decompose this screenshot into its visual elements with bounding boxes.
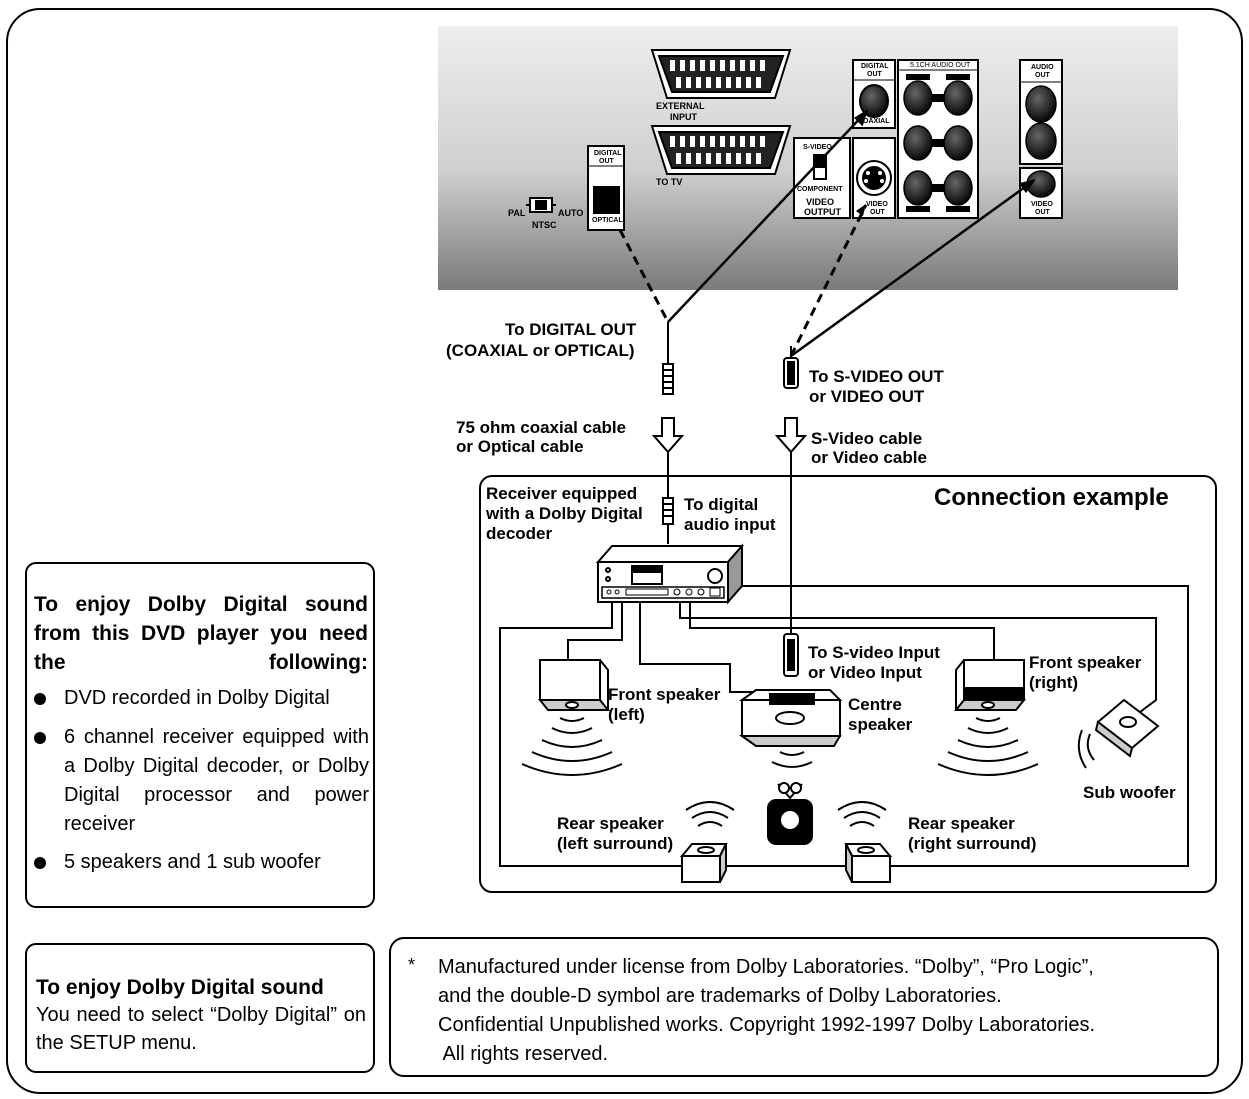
scart-to-tv (650, 125, 792, 175)
to-svideo-out-label-1: To S-VIDEO OUT (809, 367, 944, 386)
rear-right-label-2: (right surround) (908, 834, 1037, 853)
bullet-icon (34, 732, 46, 744)
requirement-item-text: 5 speakers and 1 sub woofer (64, 851, 321, 873)
setup-note-title: To enjoy Dolby Digital sound (36, 976, 324, 999)
bullet-icon (34, 857, 46, 869)
front-right-speaker (937, 659, 1039, 776)
front-left-label-1: Front speaker (608, 685, 721, 704)
svideo-plug-upper (783, 346, 799, 389)
requirements-title: To enjoy Dolby Digital sound from this D… (34, 593, 368, 674)
svideo-out-jack (852, 137, 896, 219)
to-svideo-input-label-1: To S-video Input (808, 643, 940, 662)
receiver-label-2: with a Dolby Digital (486, 504, 643, 523)
optical-label: OPTICAL (592, 217, 623, 224)
external-input-label-2: INPUT (670, 112, 697, 122)
requirement-item: DVD recorded in Dolby Digital (34, 684, 368, 714)
front-left-label-2: (left) (608, 705, 645, 724)
license-asterisk: * (408, 955, 416, 975)
rear-left-label-1: Rear speaker (557, 814, 664, 833)
front-left-speaker (521, 659, 623, 776)
to-digital-out-label-2: (COAXIAL or OPTICAL) (446, 341, 635, 360)
to-digital-out-label-1: To DIGITAL OUT (505, 320, 637, 339)
rear-right-label-1: Rear speaker (908, 814, 1015, 833)
rear-left-label-2: (left surround) (557, 834, 674, 853)
centre-label-1: Centre (848, 695, 902, 714)
auto-label: AUTO (558, 208, 584, 218)
requirement-item: 5 speakers and 1 sub woofer (34, 848, 368, 878)
connection-example-box (479, 475, 1217, 893)
requirements-box (25, 562, 375, 908)
setup-note-box (25, 943, 375, 1073)
svideo-out-label-1: VIDEO (866, 201, 888, 208)
svideo-cable-label-2: or Video cable (811, 448, 927, 467)
ch-audio-out-label: 5.1CH AUDIO OUT (910, 62, 971, 69)
to-digital-audio-label-1: To digital (684, 495, 759, 514)
sub-woofer-label: Sub woofer (1083, 783, 1176, 802)
digital-out-right-label-2: OUT (867, 71, 882, 78)
svideo-plug-lower (783, 633, 799, 677)
coax-down-arrow (651, 417, 685, 454)
rear-right-speaker (837, 801, 893, 883)
scart-external-input (650, 49, 792, 99)
coax-plug-upper (662, 322, 674, 395)
bullet-icon (34, 693, 46, 705)
to-svideo-out-label-2: or VIDEO OUT (809, 387, 925, 406)
video-output-label-1: VIDEO (806, 197, 835, 207)
digital-out-left-label-2: OUT (599, 158, 614, 165)
external-input-label-1: EXTERNAL (656, 101, 705, 111)
requirement-item-text: DVD recorded in Dolby Digital (64, 687, 330, 709)
av-receiver (595, 543, 745, 605)
video-out-jack (1019, 167, 1063, 219)
svideo-down-arrow (774, 417, 808, 454)
audio-out-jacks (1019, 59, 1063, 165)
listener-figure (767, 782, 813, 845)
video-out-label-2: OUT (1035, 209, 1050, 216)
setup-note-body: You need to select “Dolby Digital” on th… (36, 1004, 366, 1054)
rear-left-speaker (679, 801, 735, 883)
centre-label-2: speaker (848, 715, 913, 734)
component-switch-label: COMPONENT (797, 186, 843, 193)
digital-out-right-label-1: DIGITAL (861, 63, 889, 70)
requirement-item: 6 channel receiver equipped with a Dolby… (34, 723, 369, 843)
s-video-switch-label: S-VIDEO (803, 144, 832, 151)
receiver-label-1: Receiver equipped (486, 484, 638, 503)
pal-ntsc-switch (526, 197, 556, 213)
connection-example-title: Connection example (934, 484, 1169, 511)
pal-label: PAL (508, 208, 526, 218)
digital-out-left-label-1: DIGITAL (594, 150, 622, 157)
front-right-label-2: (right) (1029, 673, 1079, 692)
license-line: All rights reserved. (438, 1043, 609, 1065)
video-cable-line (790, 178, 1036, 358)
svideo-cable-dashed (789, 204, 868, 357)
optical-cable-dashed (618, 229, 670, 323)
to-digital-audio-label-2: audio input (684, 515, 776, 534)
requirement-item-text: 6 channel receiver equipped with a Dolby… (64, 726, 369, 835)
svideo-out-label-2: OUT (870, 209, 885, 216)
license-line: Manufactured under license from Dolby La… (438, 956, 1094, 978)
coaxial-label: COAXIAL (858, 118, 890, 125)
ntsc-label: NTSC (532, 220, 557, 230)
to-svideo-input-label-2: or Video Input (808, 663, 922, 682)
video-output-label-2: OUTPUT (804, 207, 841, 217)
coax-cable-label-1: 75 ohm coaxial cable (456, 418, 627, 437)
outer-frame (6, 8, 1243, 1094)
front-right-label-1: Front speaker (1029, 653, 1142, 672)
sub-woofer (1077, 698, 1160, 769)
to-tv-label: TO TV (656, 177, 683, 187)
svideo-cable-label-1: S-Video cable (811, 429, 923, 448)
audio-out-label-2: OUT (1035, 72, 1050, 79)
video-out-label-1: VIDEO (1031, 201, 1053, 208)
license-box (389, 937, 1219, 1077)
license-line: and the double-D symbol are trademarks o… (438, 985, 1002, 1007)
receiver-label-3: decoder (486, 524, 553, 543)
coax-plug-lower (662, 452, 674, 544)
coax-cable-label-2: or Optical cable (456, 437, 584, 456)
audio-out-51ch-jacks (897, 59, 979, 219)
audio-out-label-1: AUDIO (1031, 64, 1054, 71)
optical-out-jack (587, 145, 625, 231)
coaxial-cable-line (667, 109, 869, 323)
license-line: Confidential Unpublished works. Copyrigh… (438, 1014, 1096, 1036)
centre-speaker (738, 689, 843, 768)
